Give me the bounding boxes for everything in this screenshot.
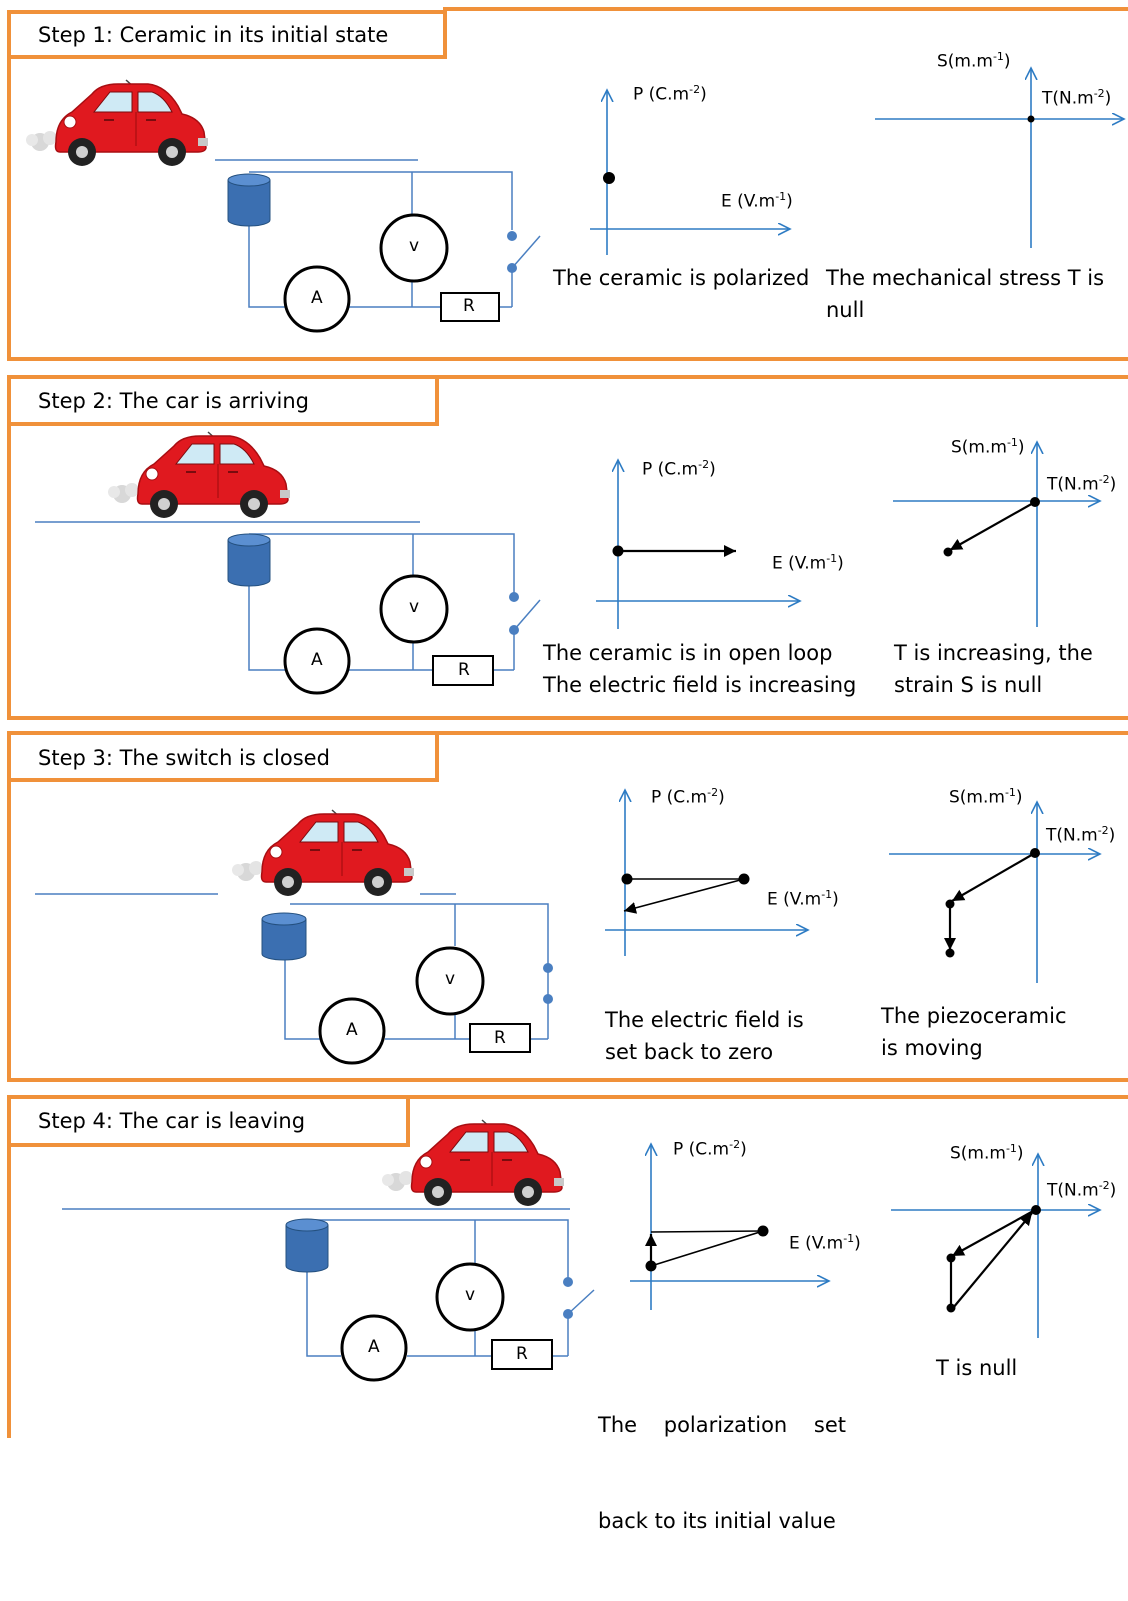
switch-contact-icon bbox=[507, 263, 517, 273]
stress-arrow bbox=[949, 501, 1036, 551]
step-4-panel: Step 4: The car is leaving v A R P (C.m-… bbox=[0, 1092, 1128, 1533]
stress-strain-point bbox=[1027, 115, 1035, 123]
s-axis-label: S(m.m-1) bbox=[951, 436, 1025, 458]
s-t-graph bbox=[875, 68, 1124, 248]
circuit bbox=[306, 1219, 595, 1357]
voltmeter-icon bbox=[435, 1262, 505, 1332]
step-title: Step 2: The car is arriving bbox=[38, 389, 310, 413]
car-icon bbox=[107, 431, 291, 519]
resistor-icon bbox=[440, 292, 500, 322]
p-e-graph bbox=[605, 790, 808, 956]
p-axis-label: P (C.m-2) bbox=[651, 786, 725, 808]
step-4-drawing bbox=[7, 1095, 1128, 1438]
circuit bbox=[248, 533, 541, 671]
voltmeter-label: v bbox=[465, 1285, 476, 1305]
capacitor-icon bbox=[227, 533, 271, 587]
circuit bbox=[248, 171, 541, 308]
capacitor-icon bbox=[285, 1218, 329, 1273]
caption-middle: The polarization set back to its initial… bbox=[598, 1413, 847, 1533]
resistor-icon bbox=[469, 1023, 531, 1053]
caption-middle: The electric field is set back to zero bbox=[605, 1008, 804, 1064]
p-e-graph bbox=[590, 90, 790, 255]
p-e-graph bbox=[630, 1144, 829, 1310]
p-axis-label: P (C.m-2) bbox=[673, 1138, 747, 1160]
switch-contact-icon bbox=[509, 592, 519, 602]
voltmeter-icon bbox=[379, 213, 449, 283]
ammeter-label: A bbox=[368, 1337, 380, 1357]
step-3-panel: Step 3: The switch is closed v A R P (C.… bbox=[0, 728, 1128, 1084]
s-axis-label: S(m.m-1) bbox=[949, 786, 1023, 808]
t-axis-label: T(N.m-2) bbox=[1046, 824, 1116, 846]
step-3-drawing bbox=[7, 731, 1128, 1082]
ammeter-icon bbox=[318, 997, 386, 1065]
resistor-label: R bbox=[494, 1028, 506, 1048]
ammeter-label: A bbox=[311, 650, 323, 670]
polarization-point bbox=[603, 172, 615, 184]
circuit bbox=[284, 903, 549, 1040]
ammeter-label: A bbox=[311, 288, 323, 308]
s-axis-label: S(m.m-1) bbox=[950, 1142, 1024, 1164]
caption-right: T is increasing, the strain S is null bbox=[894, 641, 1093, 697]
caption-right: T is null bbox=[936, 1356, 1018, 1380]
capacitor-icon bbox=[261, 912, 307, 961]
s-t-graph bbox=[893, 442, 1100, 627]
car-icon bbox=[25, 79, 209, 167]
resistor-label: R bbox=[516, 1344, 528, 1364]
p-axis-label: P (C.m-2) bbox=[633, 83, 707, 105]
s-t-graph bbox=[891, 1154, 1100, 1338]
s-t-graph bbox=[889, 802, 1100, 983]
switch-contact-icon bbox=[509, 625, 519, 635]
resistor-icon bbox=[432, 655, 494, 686]
step-title: Step 4: The car is leaving bbox=[38, 1109, 306, 1133]
step-1-panel: Step 1: Ceramic in its initial state v A… bbox=[0, 0, 1128, 362]
voltmeter-label: v bbox=[409, 236, 420, 256]
s-axis-label: S(m.m-1) bbox=[937, 50, 1011, 72]
caption-right: The piezoceramic is moving bbox=[881, 1004, 1067, 1060]
step-2-drawing bbox=[7, 375, 1128, 720]
p-axis-label: P (C.m-2) bbox=[642, 458, 716, 480]
voltmeter-icon bbox=[379, 574, 449, 644]
car-icon bbox=[231, 809, 415, 897]
field-return-arrow bbox=[623, 878, 745, 914]
e-axis-label: E (V.m-1) bbox=[767, 888, 839, 910]
switch-contact-icon bbox=[507, 231, 517, 241]
caption-middle: The ceramic is polarized bbox=[553, 266, 810, 290]
ammeter-icon bbox=[283, 265, 351, 333]
switch-contact-icon bbox=[543, 994, 553, 1004]
ammeter-icon bbox=[283, 627, 351, 695]
step-1-drawing bbox=[7, 7, 1128, 361]
resistor-icon bbox=[491, 1339, 553, 1370]
voltmeter-label: v bbox=[409, 597, 420, 617]
caption-right: The mechanical stress T is null bbox=[826, 266, 1105, 322]
switch-contact-icon bbox=[543, 963, 553, 973]
p-e-graph bbox=[596, 460, 800, 629]
e-axis-label: E (V.m-1) bbox=[789, 1232, 861, 1254]
strain-return-arrow bbox=[952, 1212, 1033, 1309]
resistor-label: R bbox=[458, 660, 470, 680]
step-title: Step 1: Ceramic in its initial state bbox=[38, 23, 389, 47]
resistor-label: R bbox=[463, 296, 475, 316]
switch-contact-icon bbox=[563, 1277, 573, 1287]
e-axis-label: E (V.m-1) bbox=[721, 190, 793, 212]
voltmeter-icon bbox=[415, 946, 485, 1016]
step-title: Step 3: The switch is closed bbox=[38, 746, 330, 770]
voltmeter-label: v bbox=[445, 969, 456, 989]
switch-contact-icon bbox=[563, 1309, 573, 1319]
t-axis-label: T(N.m-2) bbox=[1042, 87, 1112, 109]
e-axis-label: E (V.m-1) bbox=[772, 552, 844, 574]
t-axis-label: T(N.m-2) bbox=[1047, 473, 1117, 495]
caption-middle: The ceramic is in open loop The electric… bbox=[543, 641, 857, 697]
capacitor-icon bbox=[227, 173, 271, 227]
ammeter-label: A bbox=[346, 1020, 358, 1040]
t-axis-label: T(N.m-2) bbox=[1047, 1179, 1117, 1201]
ammeter-icon bbox=[340, 1314, 408, 1382]
step-2-panel: Step 2: The car is arriving v A R P (C.m… bbox=[0, 372, 1128, 722]
